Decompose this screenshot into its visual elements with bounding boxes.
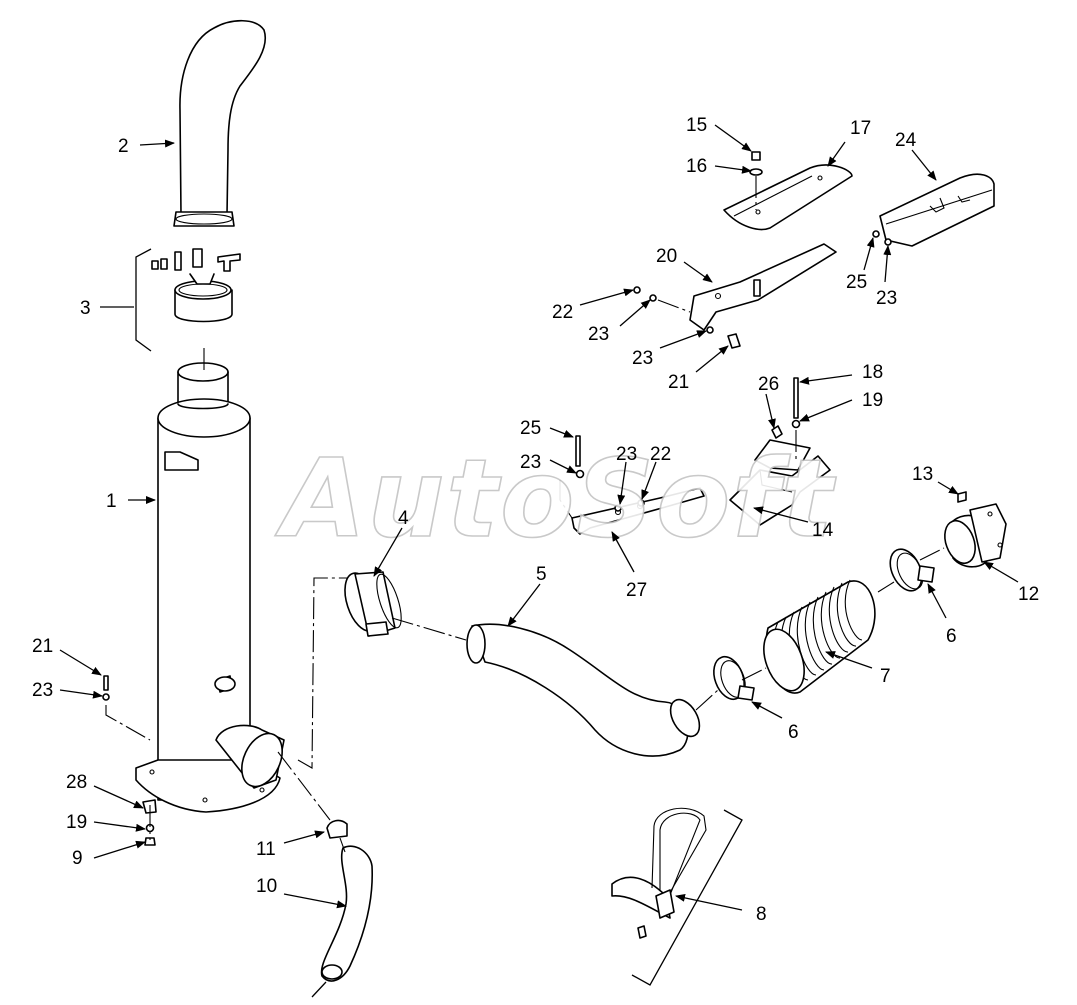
- callout-14: 14: [812, 520, 834, 541]
- callout-23c: 23: [876, 288, 897, 309]
- flex-bellows-part: [763, 579, 876, 694]
- shield-bracket-part: [633, 243, 837, 349]
- callout-28: 28: [66, 772, 87, 793]
- callout-1: 1: [106, 491, 117, 512]
- callout-20: 20: [656, 246, 677, 267]
- s-pipe-part: [466, 623, 701, 757]
- callout-23: 23: [32, 680, 53, 701]
- callout-13: 13: [912, 464, 933, 485]
- callout-24: 24: [895, 130, 917, 151]
- callout-12: 12: [1018, 584, 1039, 605]
- callout-11: 11: [256, 839, 276, 860]
- callout-23e: 23: [616, 444, 637, 465]
- flange-adapter-part: [944, 491, 1007, 568]
- callout-21b: 21: [668, 372, 689, 393]
- callout-7: 7: [880, 666, 891, 687]
- callout-22b: 22: [650, 444, 671, 465]
- callout-21: 21: [32, 636, 53, 657]
- drain-hose-part: [320, 819, 374, 982]
- callout-17: 17: [850, 118, 871, 139]
- callout-19: 19: [66, 812, 87, 833]
- leader-lines: [59, 124, 1019, 998]
- callout-22a: 22: [552, 302, 573, 323]
- callout-25a: 25: [846, 272, 867, 293]
- callout-23d: 23: [520, 452, 541, 473]
- large-clamp-part: [344, 571, 402, 637]
- clamp-kit-part: [135, 248, 241, 352]
- callout-25b: 25: [520, 418, 541, 439]
- watermark: AutoSoft: [274, 437, 836, 562]
- callout-6b: 6: [946, 626, 957, 647]
- callout-27: 27: [626, 580, 647, 601]
- assembly-centerlines: [149, 348, 945, 853]
- callout-4: 4: [398, 508, 409, 529]
- mount-hardware-part: [102, 675, 157, 846]
- stack-pipe-part: [173, 19, 267, 227]
- muffler-part: [135, 362, 285, 813]
- u-bolt-part: [611, 807, 743, 986]
- callout-10: 10: [256, 876, 277, 897]
- callout-9: 9: [72, 848, 83, 869]
- upper-shield-part: [723, 151, 853, 231]
- callout-26: 26: [758, 374, 779, 395]
- callout-23b: 23: [632, 348, 653, 369]
- brace-part: [559, 435, 705, 535]
- hose-clamp-part: [713, 655, 755, 701]
- callout-3: 3: [80, 298, 91, 319]
- callout-5: 5: [536, 564, 547, 585]
- hose-clamp-right-part: [889, 548, 935, 592]
- callout-8: 8: [756, 904, 767, 925]
- callout-numbers: 2 3 1 21 23 28 19 9 11 10 4 5 6 7 6 12 1…: [32, 115, 1039, 925]
- callout-2: 2: [118, 136, 129, 157]
- callout-6a: 6: [788, 722, 799, 743]
- callout-16: 16: [686, 156, 707, 177]
- callout-18: 18: [862, 362, 883, 383]
- callout-23a: 23: [588, 324, 609, 345]
- callout-15: 15: [686, 115, 707, 136]
- side-shield-part: [872, 173, 995, 247]
- callout-19b: 19: [862, 390, 883, 411]
